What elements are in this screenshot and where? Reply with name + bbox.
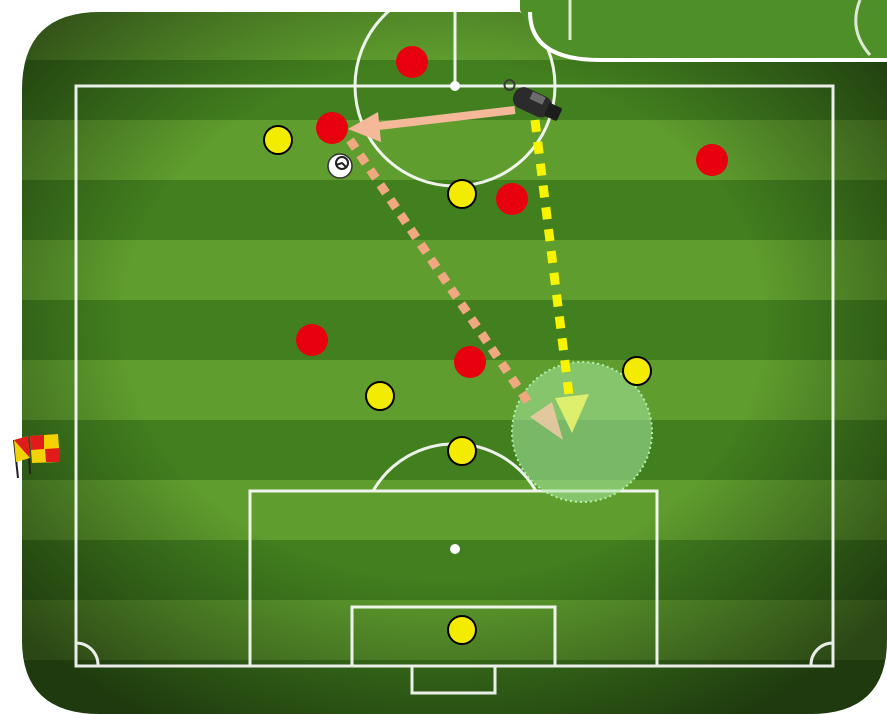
yellow-goalkeeper bbox=[448, 616, 476, 644]
inset-view bbox=[520, 0, 887, 60]
red-player bbox=[316, 112, 348, 144]
red-player bbox=[296, 324, 328, 356]
yellow-player bbox=[448, 180, 476, 208]
yellow-player bbox=[448, 437, 476, 465]
red-player bbox=[396, 46, 428, 78]
red-player bbox=[696, 144, 728, 176]
penalty-spot bbox=[450, 544, 460, 554]
soccer-ball-icon bbox=[328, 154, 352, 178]
yellow-player bbox=[366, 382, 394, 410]
red-player bbox=[496, 183, 528, 215]
yellow-player bbox=[264, 126, 292, 154]
yellow-player bbox=[623, 357, 651, 385]
red-player bbox=[454, 346, 486, 378]
center-spot bbox=[450, 81, 460, 91]
